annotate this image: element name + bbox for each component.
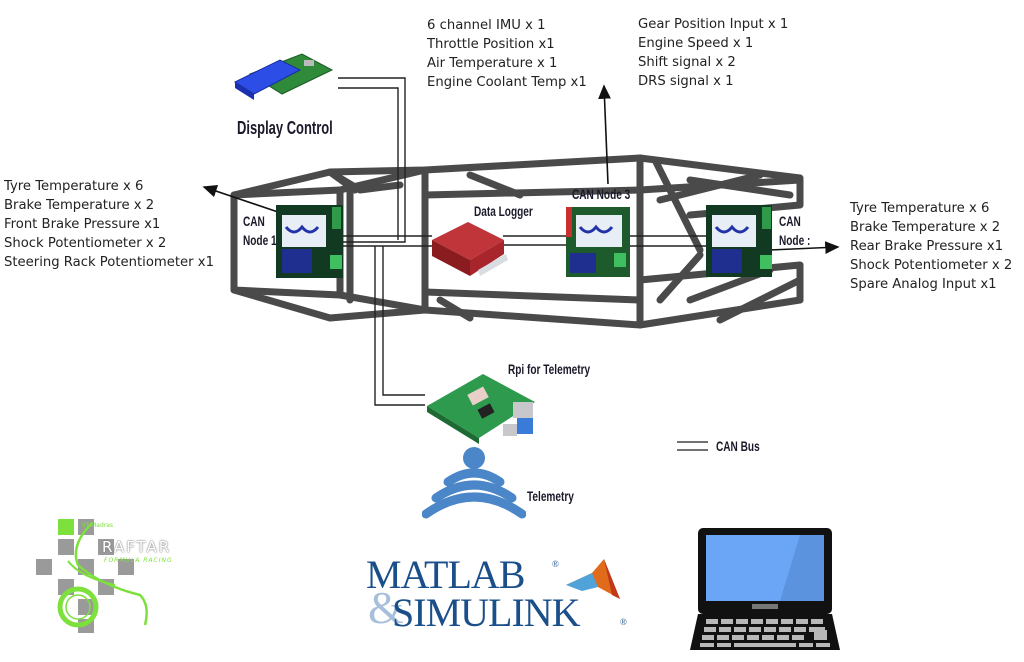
display-control (232, 52, 342, 110)
data-logger (430, 218, 510, 280)
raftar-logo (30, 515, 220, 635)
raftar-logo-graphic (36, 519, 148, 633)
arrow-front-sensors (202, 185, 279, 213)
display-control-label: Display Control (237, 118, 333, 138)
raspberry-pi-icon (427, 374, 535, 444)
sensor-item: Engine Speed x 1 (638, 36, 754, 51)
arrow-center-sensors (598, 84, 611, 185)
laptop-icon (690, 528, 840, 650)
matlab-wordmark: MATLAB (366, 552, 525, 597)
sensor-item: Engine Coolant Temp x1 (427, 75, 587, 90)
pcb-icon (566, 207, 630, 277)
can-node-2-label-line1: CAN (779, 213, 801, 229)
sensor-item: DRS signal x 1 (638, 74, 734, 89)
sensor-item: Shift signal x 2 (638, 55, 736, 70)
rpi-label: Rpi for Telemetry (508, 361, 591, 377)
matlab-membrane-icon (566, 559, 620, 599)
sensor-item: Air Temperature x 1 (427, 56, 558, 71)
telemetry-wifi-icon (422, 447, 526, 519)
pcb-icon (276, 205, 343, 278)
sensor-item: Brake Temperature x 2 (4, 198, 155, 213)
sensor-item: Front Brake Pressure x1 (4, 217, 161, 232)
sensor-item: 6 channel IMU x 1 (427, 18, 546, 33)
legend-can-bus-lines (677, 441, 708, 451)
can-node-2-label-line2: Node : (779, 232, 811, 248)
raftar-subtitle: FORMULA RACING (104, 557, 173, 564)
matlab-registered: ® (552, 559, 559, 569)
can-node-3-board (566, 207, 630, 277)
can-node-1-board (276, 205, 343, 278)
display-board-icon (233, 53, 334, 100)
sensor-arrows (202, 84, 840, 254)
matlab-logo: MATLAB ® & SIMULINK ® (366, 555, 636, 645)
center-node-sensor-list-right: Gear Position Input x 1 Engine Speed x 1… (638, 15, 788, 91)
simulink-wordmark: SIMULINK (392, 590, 581, 635)
laptop (690, 526, 840, 652)
telemetry-label: Telemetry (527, 488, 574, 504)
pcb-icon (706, 205, 772, 277)
sensor-item: Gear Position Input x 1 (638, 17, 789, 32)
can-node-2-board (706, 205, 772, 277)
data-logger-label: Data Logger (474, 203, 533, 219)
rear-node-sensor-list: Tyre Temperature x 6 Brake Temperature x… (850, 199, 1012, 294)
raftar-top-text: IIT Madras (82, 522, 114, 529)
sensor-item: Spare Analog Input x1 (850, 277, 997, 292)
wifi-icon (422, 446, 526, 522)
sensor-item: Rear Brake Pressure x1 (850, 239, 1004, 254)
sensor-item: Brake Temperature x 2 (850, 220, 1001, 235)
can-node-1-label-line2: Node 1 (243, 232, 277, 248)
simulink-ampersand: & (368, 582, 404, 633)
raftar-name: RAFTAR (102, 538, 172, 556)
sensor-item: Tyre Temperature x 6 (4, 179, 144, 194)
can-node-1-label-line1: CAN (243, 213, 265, 229)
data-logger-icon (432, 222, 508, 276)
sensor-item: Steering Rack Potentiometer x1 (4, 255, 214, 270)
can-bus-wires (338, 77, 708, 406)
sensor-item: Tyre Temperature x 6 (850, 201, 990, 216)
raspberry-pi (425, 368, 547, 448)
can-node-3-label: CAN Node 3 (572, 186, 631, 202)
simulink-registered: ® (620, 617, 627, 627)
sensor-item: Shock Potentiometer x 2 (4, 236, 167, 251)
chassis-frame (230, 154, 804, 329)
legend-can-bus-label: CAN Bus (716, 438, 760, 454)
center-node-sensor-list-left: 6 channel IMU x 1 Throttle Position x1 A… (427, 16, 587, 92)
front-node-sensor-list: Tyre Temperature x 6 Brake Temperature x… (4, 177, 214, 272)
sensor-item: Shock Potentiometer x 2 (850, 258, 1013, 273)
arrow-rear-sensors (769, 241, 840, 254)
sensor-item: Throttle Position x1 (427, 37, 555, 52)
